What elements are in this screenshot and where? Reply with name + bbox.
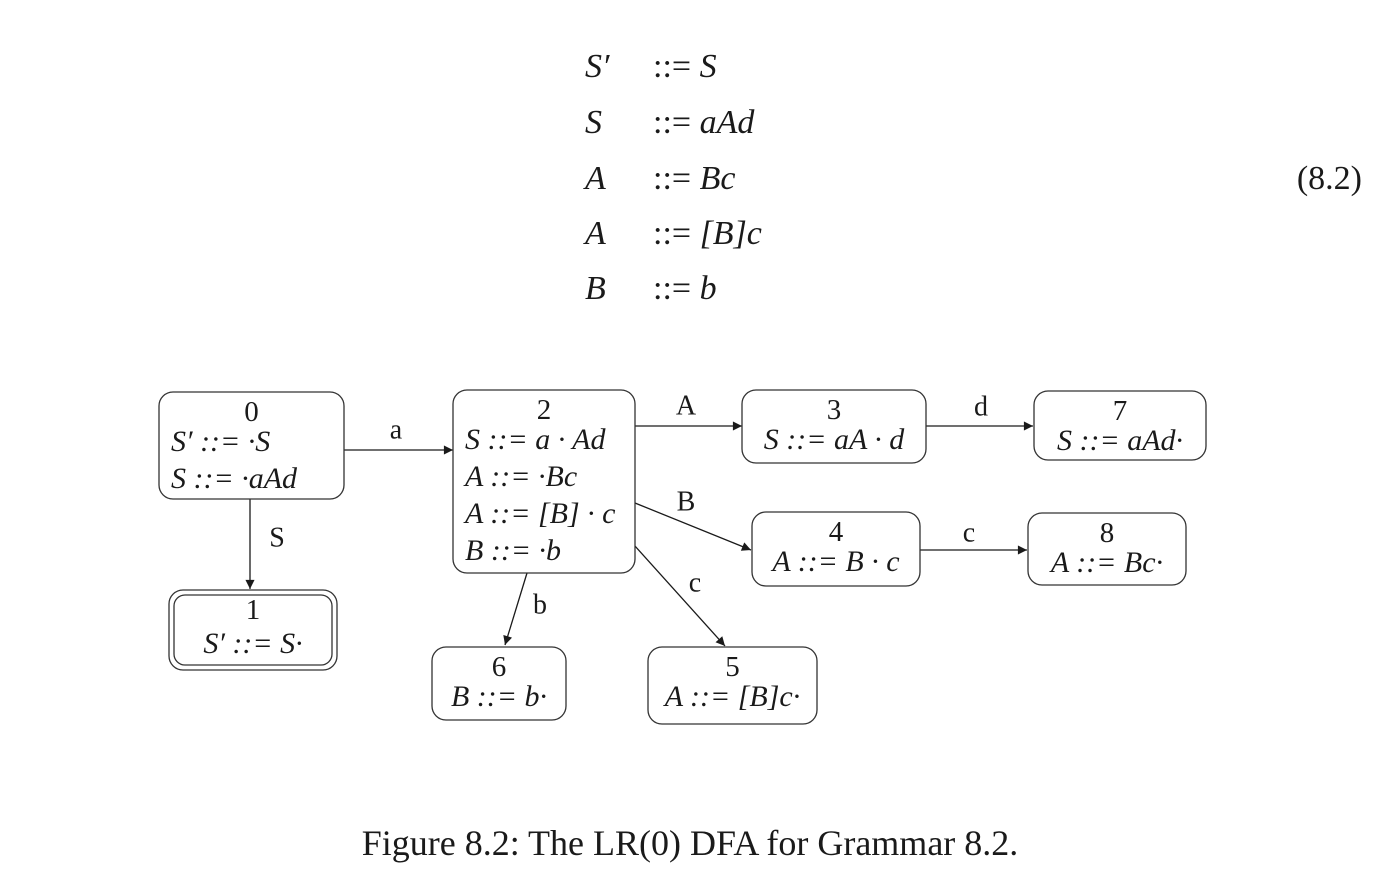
lr-item: A ::= [B] · c [463, 497, 616, 530]
grammar-definition: S′ ::= S S ::= aAd A ::= Bc A ::= [B]c B… [0, 0, 1380, 330]
state-box [431, 646, 567, 721]
transition-0-to-1: S [245, 499, 285, 589]
transition-label: A [676, 390, 697, 421]
transition-2-to-6: b [503, 572, 547, 646]
lr-item: S′ ::= S· [203, 627, 302, 660]
lr-item: A ::= Bc· [1049, 546, 1163, 579]
rule-rhs: Bc [699, 160, 736, 197]
state-number: 2 [537, 394, 552, 426]
rule-lhs: S [585, 104, 602, 141]
transition-2-to-5: c [634, 545, 726, 647]
lr-item: S ::= ·aAd [171, 462, 298, 495]
lr-item: A ::= ·Bc [463, 460, 577, 493]
equation-number: (8.2) [1296, 160, 1362, 197]
rule-op: ::= [653, 215, 692, 252]
transition-label: c [689, 567, 701, 598]
lr-item: S ::= a · Ad [465, 423, 607, 456]
rule-lhs: B [585, 270, 606, 307]
rule-op: ::= [653, 48, 692, 85]
rule-lhs: A [585, 215, 606, 252]
state-number: 4 [829, 516, 844, 548]
figure-caption: Figure 8.2: The LR(0) DFA for Grammar 8.… [361, 823, 1019, 863]
lr-item: S ::= aAd· [1057, 424, 1183, 457]
rule-op: ::= [653, 270, 692, 307]
state-number: 7 [1113, 395, 1128, 427]
state-number: 6 [492, 651, 507, 683]
transition-label: d [974, 391, 988, 422]
state-box [1027, 512, 1187, 586]
state-box [647, 646, 818, 725]
state-2: 2S ::= a · AdA ::= ·BcA ::= [B] · cB ::=… [452, 389, 636, 574]
state-box [1033, 390, 1207, 461]
transition-label: b [533, 589, 547, 620]
state-6: 6B ::= b· [431, 646, 567, 721]
state-3: 3S ::= aA · d [741, 389, 927, 464]
transitions-layer: aS A Bb c d c [245, 390, 1033, 647]
lr-item: A ::= [B]c· [663, 680, 801, 713]
state-number: 3 [827, 394, 842, 426]
state-number: 5 [725, 651, 740, 683]
lr-item: B ::= b· [451, 680, 547, 713]
transition-3-to-7: d [926, 391, 1033, 431]
lr-item: S ::= aA · d [764, 423, 906, 456]
state-box [741, 389, 927, 464]
lr-item: A ::= B · c [770, 545, 899, 578]
rule-op: ::= [653, 104, 692, 141]
rule-rhs: [B]c [699, 215, 762, 252]
rule-rhs: b [699, 270, 717, 307]
rule-lhs: S′ [585, 48, 610, 85]
state-1: 1S′ ::= S· [168, 589, 338, 671]
state-0: 0S′ ::= ·SS ::= ·aAd [158, 391, 345, 500]
lr-item: B ::= ·b [465, 534, 561, 567]
rule-lhs: A [585, 160, 606, 197]
rule-rhs: S [699, 48, 717, 85]
state-box [751, 511, 921, 587]
state-box-inner [173, 594, 333, 666]
state-8: 8A ::= Bc· [1027, 512, 1187, 586]
transition-2-to-4: B [634, 486, 752, 551]
state-number: 0 [244, 396, 259, 428]
state-5: 5A ::= [B]c· [647, 646, 818, 725]
transition-label: c [963, 517, 975, 548]
state-box [452, 389, 636, 574]
lr-item: S′ ::= ·S [171, 425, 270, 458]
transition-0-to-2: a [344, 414, 454, 455]
transition-arrow [634, 502, 752, 551]
transition-arrow [634, 545, 726, 647]
state-number: 8 [1100, 517, 1115, 549]
state-box [158, 391, 345, 500]
transition-arrow [503, 572, 528, 646]
rule-rhs: aAd [699, 104, 755, 141]
transition-2-to-3: A [635, 390, 742, 431]
transition-label: B [677, 486, 696, 517]
state-4: 4A ::= B · c [751, 511, 921, 587]
state-box-outer [168, 589, 338, 671]
state-number: 1 [246, 594, 261, 626]
state-7: 7S ::= aAd· [1033, 390, 1207, 461]
transition-label: S [269, 522, 285, 553]
rule-op: ::= [653, 160, 692, 197]
transition-4-to-8: c [920, 517, 1027, 555]
transition-label: a [390, 414, 403, 445]
